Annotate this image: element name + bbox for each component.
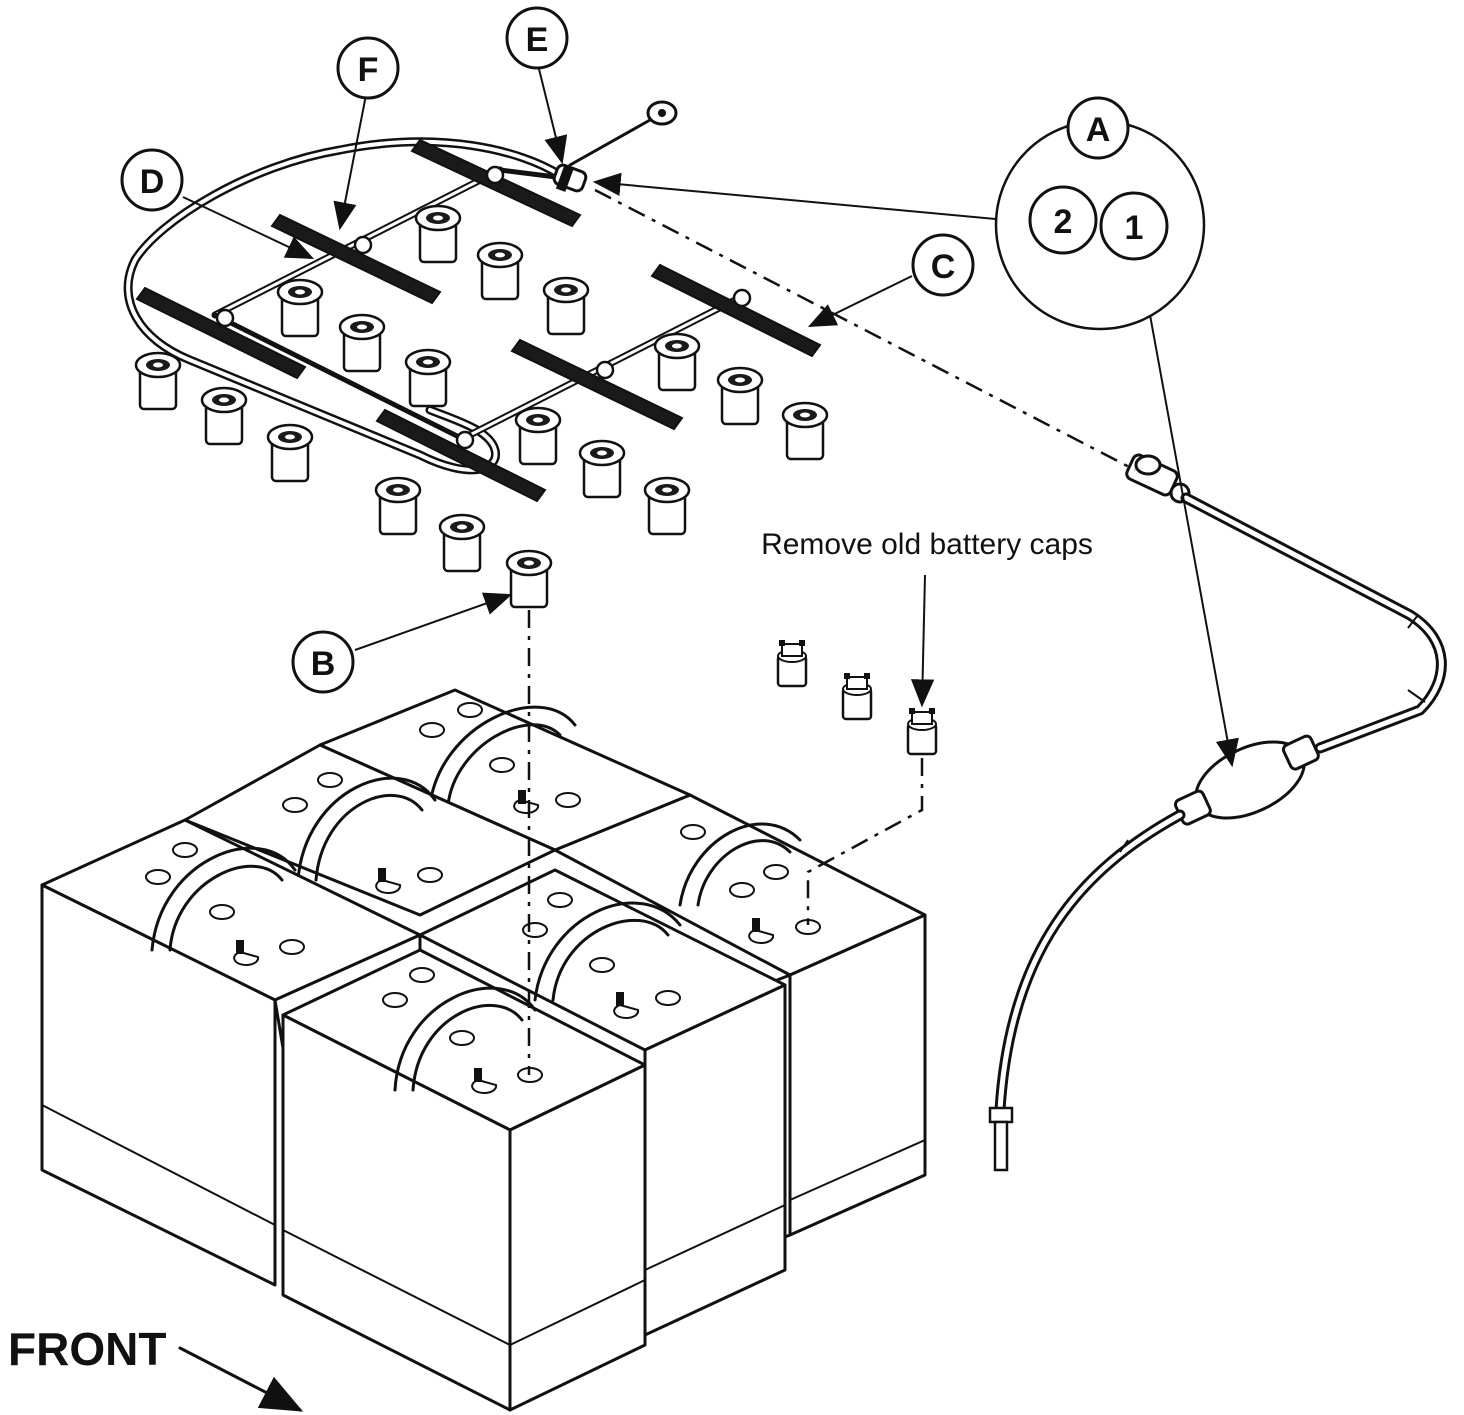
callout-a-label: A: [1086, 111, 1111, 149]
callout-c: C: [911, 233, 975, 297]
battery-back-left: [183, 743, 557, 917]
callout-c-label: C: [931, 248, 956, 286]
callout-a2-label: 2: [1054, 203, 1073, 241]
battery-front-middle: [418, 868, 787, 1337]
old-battery-caps: [776, 638, 938, 756]
callout-d: D: [120, 148, 184, 212]
tube-fittings: [215, 165, 752, 450]
watering-manifold: [123, 100, 829, 609]
callout-a: A 2 1: [994, 96, 1206, 331]
remove-old-caps-note: Remove old battery caps: [761, 528, 1093, 561]
valve-caps: [134, 204, 829, 573]
callout-e-label: E: [526, 21, 549, 59]
battery-pack: [40, 688, 927, 1412]
callout-d-label: D: [140, 163, 165, 201]
callout-a1-label: 1: [1125, 209, 1144, 247]
battery-front: [281, 948, 647, 1412]
callout-e: E: [505, 6, 569, 70]
end-fitting-e: [552, 100, 678, 193]
front-label: FRONT: [8, 1323, 166, 1375]
callout-b: B: [291, 630, 355, 694]
callout-b-label: B: [311, 645, 336, 683]
callout-f-label: F: [358, 51, 379, 89]
callout-f: F: [336, 36, 400, 100]
battery-front-left: [40, 818, 422, 1287]
valve-bars: [135, 138, 822, 503]
leader-lines: [178, 64, 1239, 1412]
replacement-cap-b: [505, 549, 553, 609]
